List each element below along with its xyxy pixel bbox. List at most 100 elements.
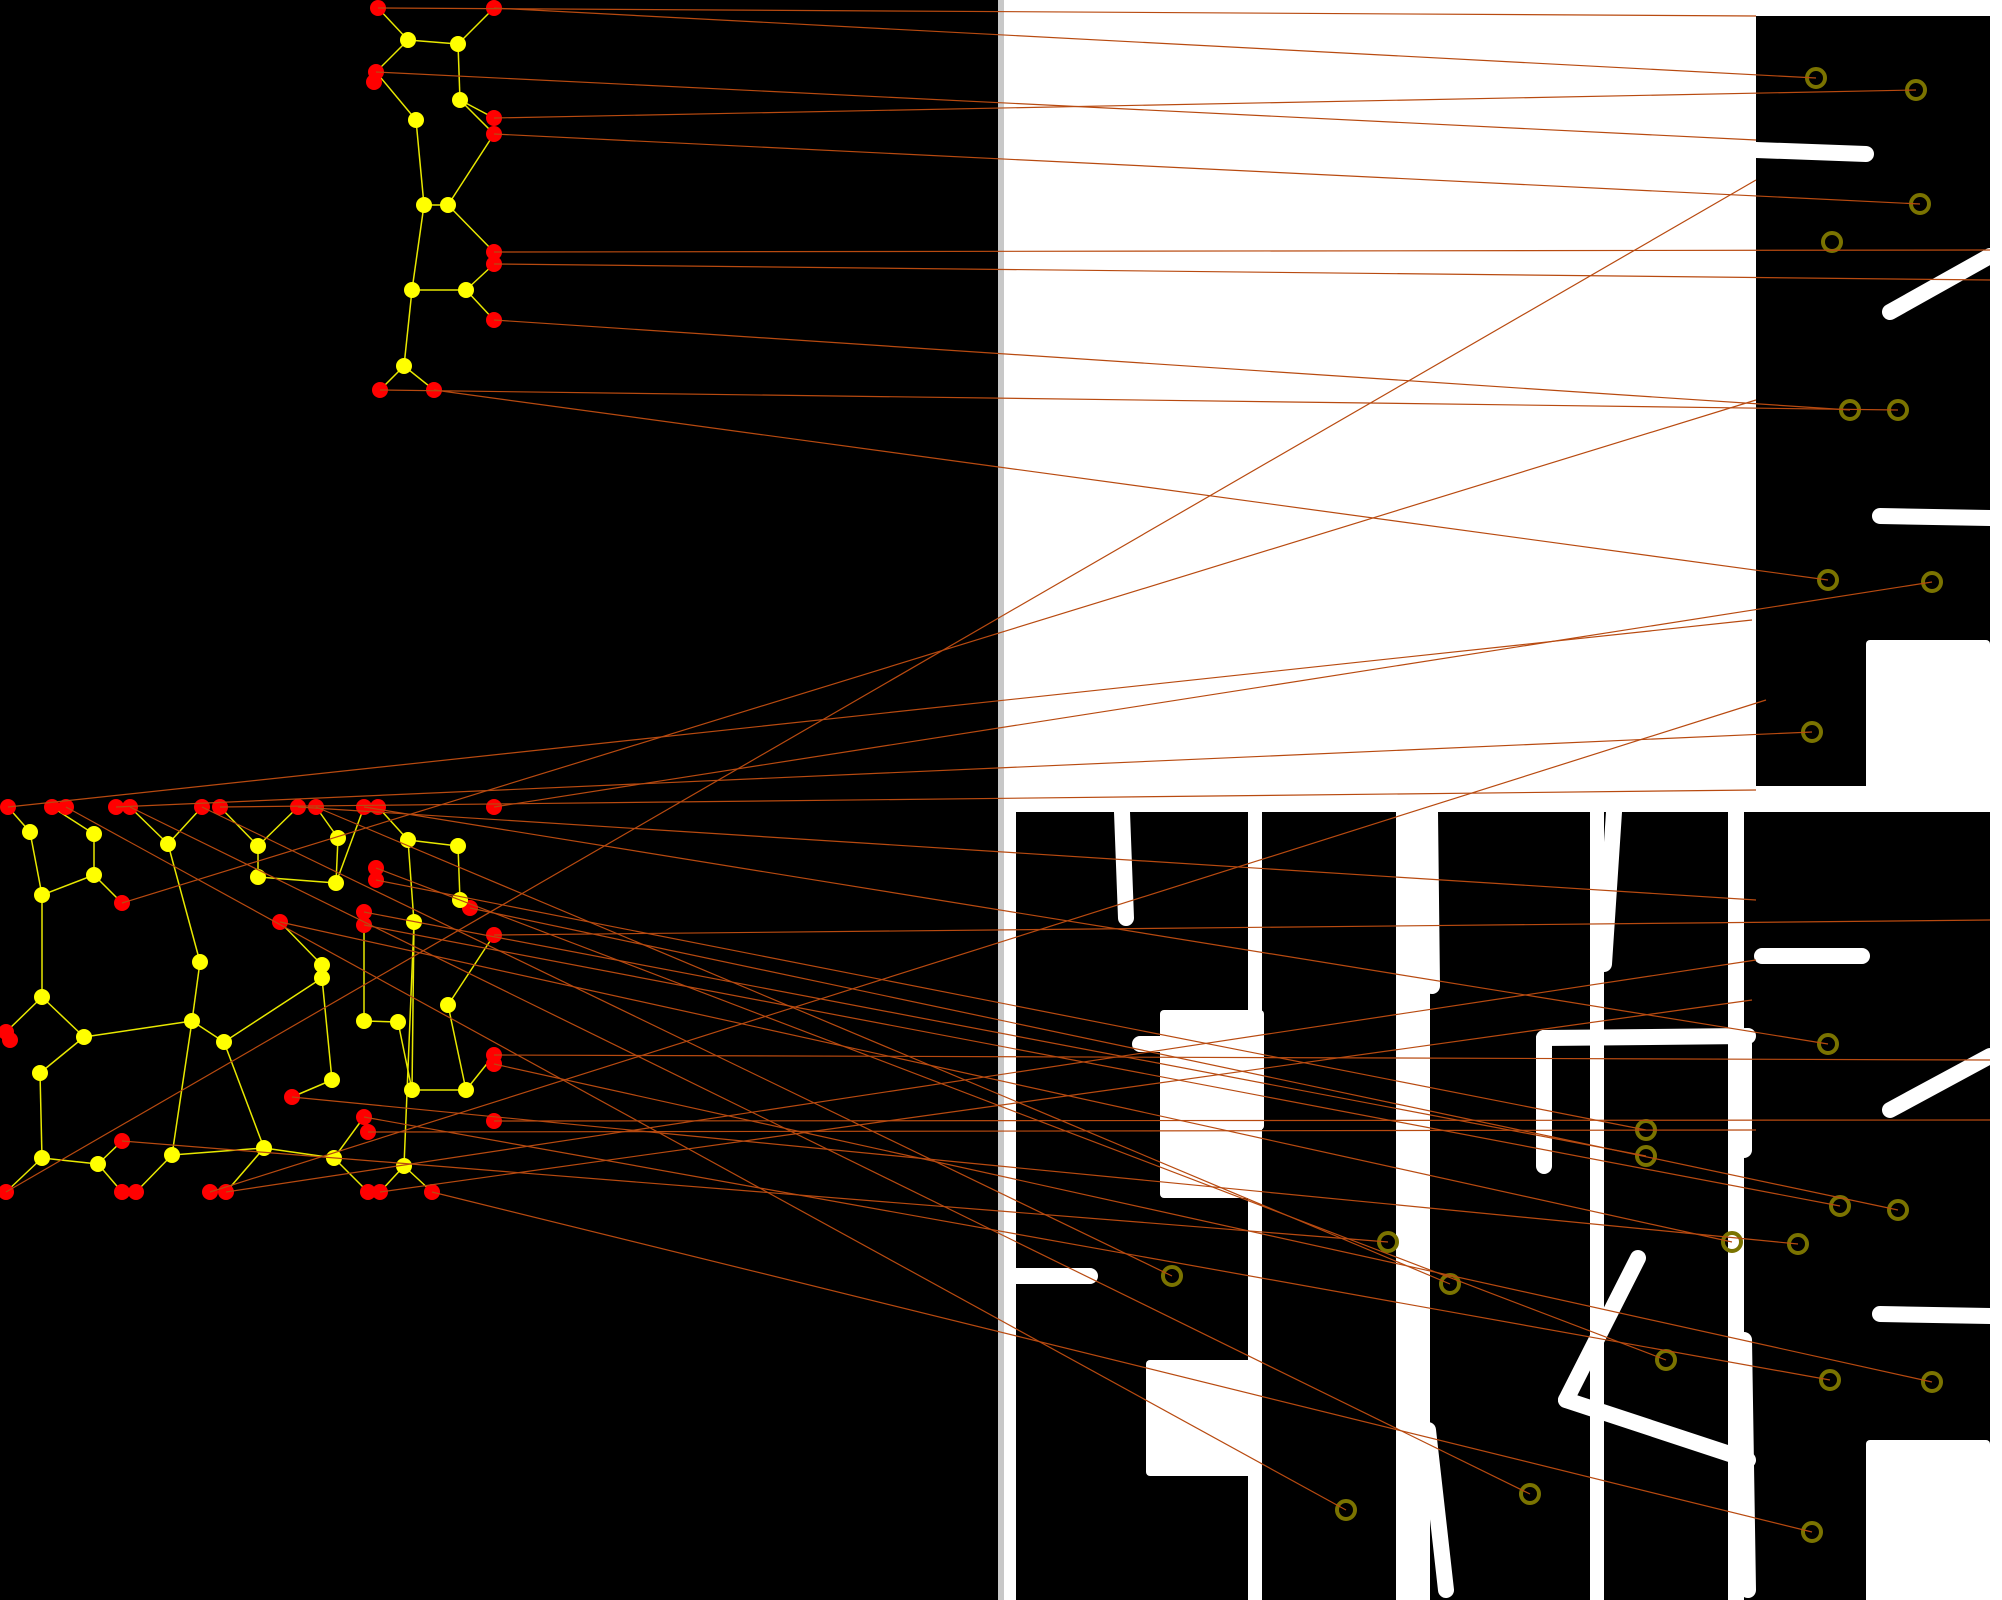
- graph-edge: [459, 99, 495, 135]
- graph-node: [256, 1140, 272, 1156]
- graph-edge: [403, 289, 413, 367]
- map-free-region: [1016, 812, 1248, 1600]
- graph-edge: [397, 1021, 413, 1091]
- map-marker: [1161, 1265, 1183, 1287]
- graph-edge: [257, 806, 299, 847]
- graph-edge: [41, 996, 85, 1038]
- graph-node: [440, 997, 456, 1013]
- graph-node: [34, 989, 50, 1005]
- match-line: [209, 699, 1767, 1193]
- map-marker: [1817, 569, 1839, 591]
- graph-node: [250, 838, 266, 854]
- match-line: [379, 999, 1753, 1193]
- graph-edge: [457, 845, 461, 901]
- graph-node: [450, 36, 466, 52]
- match-line: [469, 907, 1899, 1211]
- graph-edge: [167, 843, 201, 963]
- match-line: [377, 7, 1757, 17]
- graph-node: [328, 875, 344, 891]
- match-line: [493, 319, 1851, 411]
- map-free-region: [1430, 812, 1590, 1600]
- graph-node: [452, 92, 468, 108]
- graph-edge: [5, 1157, 43, 1193]
- match-line: [367, 1129, 1757, 1133]
- graph-node: [32, 1065, 48, 1081]
- graph-edge: [41, 874, 95, 896]
- match-line: [363, 1116, 1831, 1381]
- graph-edge: [407, 839, 459, 847]
- map-wall: [1748, 142, 1874, 162]
- graph-node: [192, 954, 208, 970]
- match-line: [379, 389, 1899, 411]
- graph-edge: [321, 977, 333, 1081]
- graph-edge: [41, 1157, 99, 1165]
- map-marker: [1921, 1371, 1943, 1393]
- map-obstacle-block: [1866, 1440, 1990, 1600]
- right-panel-map: [1004, 0, 2002, 1600]
- map-marker: [1819, 1369, 1841, 1391]
- graph-edge: [219, 806, 259, 847]
- graph-node: [86, 867, 102, 883]
- map-obstacle-block: [1254, 1010, 1264, 1130]
- graph-edge: [223, 1041, 265, 1149]
- panel-divider[interactable]: [998, 0, 1004, 1600]
- match-line: [375, 867, 1667, 1361]
- match-line: [493, 263, 1991, 281]
- graph-node: [314, 970, 330, 986]
- graph-node: [22, 824, 38, 840]
- graph-edge: [171, 1020, 193, 1156]
- map-wall: [1736, 1332, 1756, 1598]
- graph-node: [400, 32, 416, 48]
- match-lines: [5, 7, 1991, 1533]
- graph-node: [408, 112, 424, 128]
- map-wall: [1882, 1048, 1998, 1118]
- map-obstacle-block: [1146, 1360, 1260, 1476]
- match-line: [493, 249, 1991, 253]
- graph-node: [314, 957, 330, 973]
- map-marker: [1635, 1145, 1657, 1167]
- match-line: [121, 1140, 1389, 1243]
- graph-node: [34, 1150, 50, 1166]
- map-wall: [1872, 1306, 1998, 1324]
- match-line: [115, 731, 1813, 808]
- graph-node: [458, 1082, 474, 1098]
- match-line: [493, 919, 1991, 936]
- graph-node: [404, 282, 420, 298]
- map-walls: [1008, 142, 1998, 1598]
- match-line: [7, 619, 1753, 808]
- map-wall: [1420, 1422, 1454, 1598]
- match-line: [493, 1054, 1991, 1061]
- graph-edge: [403, 921, 415, 1167]
- graph-node: [396, 1158, 412, 1174]
- match-line: [493, 7, 1817, 79]
- match-line: [279, 921, 1733, 1243]
- map-obstacle-block: [1866, 640, 1990, 810]
- map-wall: [1596, 804, 1622, 972]
- graph-edge: [39, 1036, 85, 1074]
- graph-edge: [51, 806, 95, 835]
- match-line: [431, 1191, 1813, 1533]
- graph-edge: [279, 921, 323, 966]
- graph-edge: [447, 934, 495, 1006]
- map-marker: [1821, 231, 1843, 253]
- graph-edge: [129, 806, 169, 845]
- boundary-node: [128, 1184, 144, 1200]
- graph-node: [86, 826, 102, 842]
- graph-edge: [415, 119, 425, 206]
- graph-node: [458, 282, 474, 298]
- graph-node: [450, 838, 466, 854]
- match-line: [493, 1119, 1991, 1122]
- match-line: [315, 806, 1451, 1285]
- map-marker: [1377, 1231, 1399, 1253]
- map-wall: [1536, 1028, 1756, 1046]
- match-line: [219, 789, 1757, 808]
- boundary-node: [0, 799, 16, 815]
- graph-node: [250, 869, 266, 885]
- graph-edge: [335, 806, 365, 884]
- graph-edge: [447, 204, 495, 253]
- graph-node: [440, 197, 456, 213]
- graph-edge: [167, 806, 203, 845]
- match-line: [5, 179, 1757, 1193]
- map-wall: [1882, 248, 1998, 320]
- match-line: [297, 806, 1757, 901]
